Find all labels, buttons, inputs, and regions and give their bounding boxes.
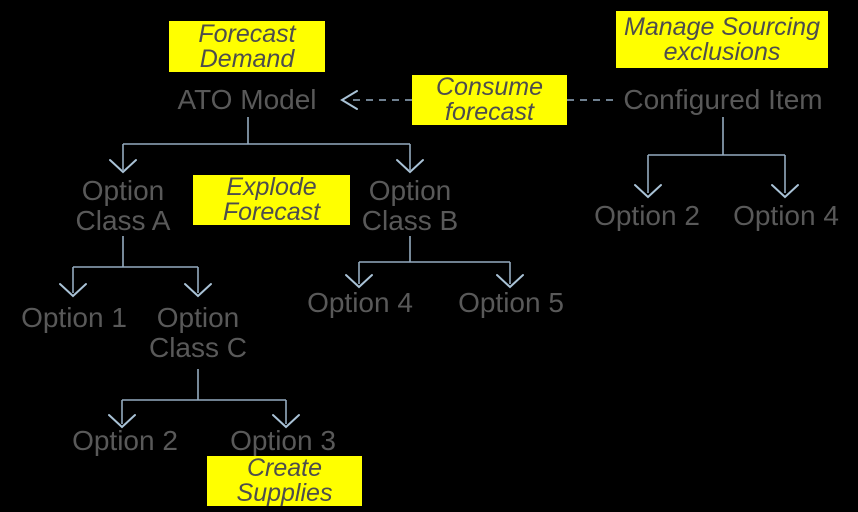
- arrowhead-down-icon: [634, 184, 662, 199]
- node-label: Option: [368, 175, 452, 206]
- node-option-3-under-c: Option 3: [213, 426, 353, 456]
- arrowhead-down-icon: [184, 283, 212, 298]
- node-label: Option 5: [458, 287, 564, 318]
- node-label: Option 3: [230, 425, 336, 456]
- connector-class-b-to-children: [345, 236, 524, 289]
- callout-line: Demand: [199, 44, 295, 73]
- node-option-class-b: Option Class B: [320, 176, 500, 236]
- arrowhead-down-icon: [771, 184, 799, 199]
- arrowhead-down-icon: [345, 274, 373, 289]
- arrowhead-down-icon: [109, 159, 137, 174]
- callout-line: Create: [246, 454, 323, 482]
- arrowhead-down-icon: [496, 274, 524, 289]
- arrowhead-down-icon: [396, 159, 424, 174]
- callout-explode-forecast: Explode Forecast: [193, 175, 350, 225]
- node-label: Option 4: [733, 200, 839, 231]
- callout-line: Manage Sourcing: [624, 12, 820, 41]
- callout-line: Supplies: [236, 479, 333, 507]
- callout-line: Consume: [436, 73, 543, 101]
- callout-line: Explode: [226, 173, 317, 201]
- node-label: Option 2: [594, 200, 700, 231]
- node-option-2-under-configured: Option 2: [577, 201, 717, 231]
- node-configured-item: Configured Item: [608, 85, 838, 115]
- connector-configured-item-to-children: [634, 117, 799, 199]
- node-option-5-under-b: Option 5: [441, 288, 581, 318]
- connector-ato-to-option-classes: [109, 117, 424, 174]
- node-option-2-under-c: Option 2: [55, 426, 195, 456]
- node-label: Class C: [148, 332, 247, 363]
- node-label: Option 1: [21, 302, 127, 333]
- node-label: Option 2: [72, 425, 178, 456]
- callout-line: exclusions: [663, 37, 781, 66]
- node-label: Configured Item: [623, 84, 823, 115]
- connector-consume-forecast-dashed: [340, 90, 618, 110]
- callout-line: forecast: [445, 98, 534, 126]
- arrowhead-down-icon: [272, 414, 300, 429]
- node-option-1: Option 1: [4, 303, 144, 333]
- callout-line: Forecast: [222, 198, 321, 226]
- callout-line: Forecast: [198, 19, 296, 48]
- node-option-4-under-b: Option 4: [290, 288, 430, 318]
- node-label: Class A: [75, 205, 171, 236]
- node-option-class-c: Option Class C: [108, 303, 288, 363]
- node-label: Class B: [361, 205, 459, 236]
- node-option-class-a: Option Class A: [33, 176, 213, 236]
- connector-class-a-to-children: [59, 236, 212, 298]
- arrowhead-down-icon: [108, 414, 136, 429]
- connector-class-c-to-children: [108, 369, 300, 429]
- callout-forecast-demand: Forecast Demand: [169, 21, 325, 72]
- node-label: Option: [156, 302, 240, 333]
- node-label: Option: [81, 175, 165, 206]
- node-option-4-under-configured: Option 4: [716, 201, 856, 231]
- callout-manage-sourcing-exclusions: Manage Sourcing exclusions: [616, 11, 828, 68]
- node-label: ATO Model: [177, 84, 317, 115]
- arrowhead-left-icon: [340, 90, 358, 110]
- arrowhead-down-icon: [59, 283, 87, 298]
- callout-consume-forecast: Consume forecast: [412, 75, 567, 125]
- callout-create-supplies: Create Supplies: [207, 456, 362, 506]
- node-label: Option 4: [307, 287, 413, 318]
- node-ato-model: ATO Model: [137, 85, 357, 115]
